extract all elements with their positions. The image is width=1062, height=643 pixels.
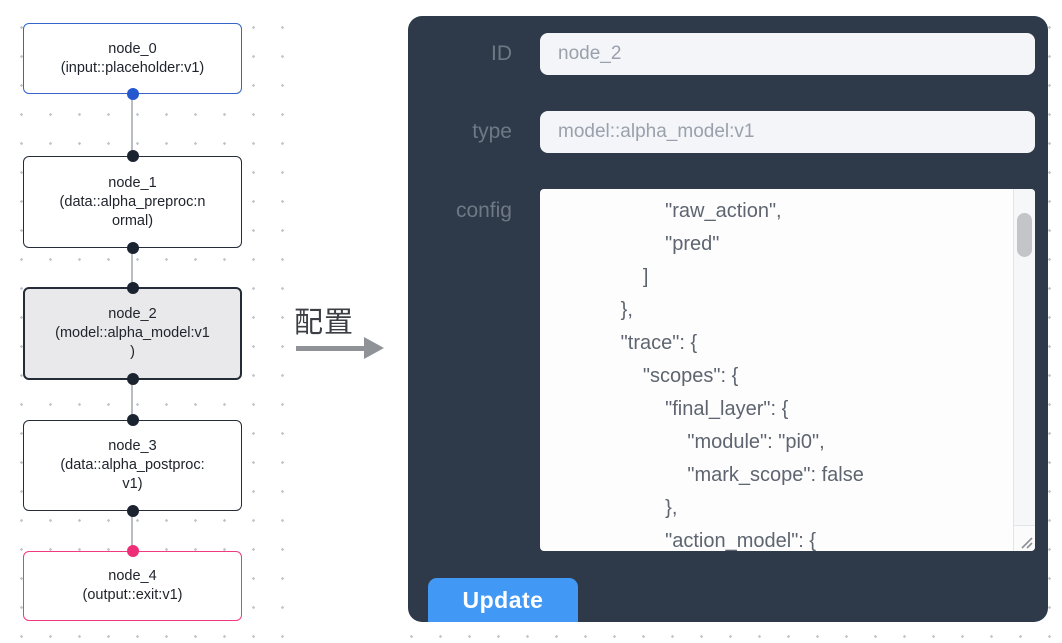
graph-node-node0[interactable]: node_0 (input::placeholder:v1) xyxy=(23,23,242,100)
node-type-label: (data::alpha_postproc: v1) xyxy=(60,457,205,492)
id-input[interactable] xyxy=(540,33,1035,75)
type-input[interactable] xyxy=(540,111,1035,153)
id-label: ID xyxy=(491,42,512,65)
id-field-row: ID xyxy=(408,33,1035,75)
update-button[interactable]: Update xyxy=(428,578,578,622)
output-port-icon[interactable] xyxy=(126,373,139,385)
node-title: node_2 xyxy=(108,306,157,322)
node-type-label: (data::alpha_preproc:n ormal) xyxy=(59,193,206,229)
config-textarea[interactable]: "raw_action", "pred" ] }, "trace": { "sc… xyxy=(540,189,1035,551)
input-port-icon[interactable] xyxy=(126,150,139,162)
edge-node1-node2 xyxy=(131,248,133,287)
config-annotation-label: 配置 xyxy=(294,307,355,339)
edge-node0-node1 xyxy=(131,94,133,156)
node-config-panel: ID type config "raw_action", "pred" ] },… xyxy=(408,16,1048,622)
resize-grip-icon xyxy=(1021,537,1033,549)
input-port-icon[interactable] xyxy=(126,545,139,557)
node-title: node_1 xyxy=(108,174,157,191)
config-scrollbar-thumb[interactable] xyxy=(1017,213,1032,257)
config-scrollbar-track[interactable] xyxy=(1013,189,1035,525)
config-label: config xyxy=(455,199,512,222)
graph-node-node4[interactable]: node_4 (output::exit:v1) xyxy=(23,545,242,621)
output-port-icon[interactable] xyxy=(126,242,139,254)
arrow-head-icon xyxy=(364,337,384,359)
config-json-text[interactable]: "raw_action", "pred" ] }, "trace": { "sc… xyxy=(620,200,864,551)
type-field-row: type xyxy=(408,111,1035,153)
graph-node-node2-selected[interactable]: node_2 (model::alpha_model:v1 ) xyxy=(23,282,242,385)
output-port-icon[interactable] xyxy=(126,88,139,100)
graph-node-node1[interactable]: node_1 (data::alpha_preproc:n ormal) xyxy=(23,150,242,254)
input-port-icon[interactable] xyxy=(126,282,139,294)
node-type-label: (model::alpha_model:v1 ) xyxy=(55,325,210,360)
node-title: node_4 xyxy=(108,568,157,584)
node-type-label: (input::placeholder:v1) xyxy=(60,59,205,76)
type-label: type xyxy=(472,120,512,143)
textarea-resize-handle[interactable] xyxy=(1013,525,1035,551)
edge-node3-node4 xyxy=(131,511,133,551)
edge-node2-node3 xyxy=(131,380,133,420)
node-title: node_3 xyxy=(108,438,157,454)
output-port-icon[interactable] xyxy=(126,505,139,517)
node-title: node_0 xyxy=(108,40,157,57)
input-port-icon[interactable] xyxy=(126,414,139,426)
graph-node-node3[interactable]: node_3 (data::alpha_postproc: v1) xyxy=(23,414,242,517)
arrow-icon xyxy=(296,346,366,351)
node-type-label: (output::exit:v1) xyxy=(82,587,183,603)
config-field-row: config "raw_action", "pred" ] }, "trace"… xyxy=(408,189,1035,551)
